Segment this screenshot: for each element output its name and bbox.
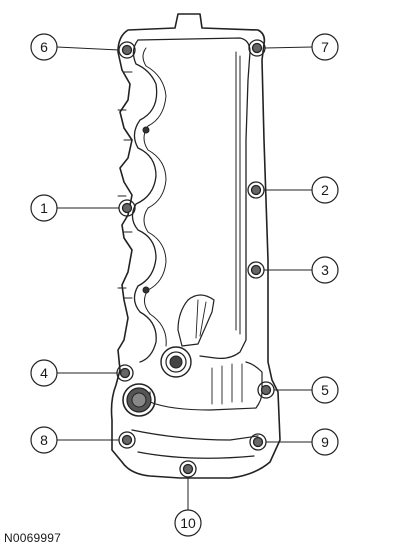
callout-9-label: 9 bbox=[321, 434, 329, 450]
callout-2: 2 bbox=[311, 176, 339, 204]
callout-6: 6 bbox=[30, 33, 58, 61]
callout-5-label: 5 bbox=[321, 382, 329, 398]
callout-3: 3 bbox=[311, 256, 339, 284]
callout-4: 4 bbox=[30, 359, 58, 387]
callout-4-label: 4 bbox=[40, 365, 48, 381]
callout-1: 1 bbox=[30, 194, 58, 222]
wave-bosses bbox=[142, 126, 150, 294]
bolt-8 bbox=[118, 431, 136, 449]
bolt-2 bbox=[247, 181, 265, 199]
callout-6-label: 6 bbox=[40, 39, 48, 55]
bolt-3 bbox=[247, 261, 265, 279]
callout-7-label: 7 bbox=[321, 39, 329, 55]
figure-id: N0069997 bbox=[4, 531, 61, 545]
bolt-9 bbox=[249, 433, 267, 451]
cover-inner-wave bbox=[131, 37, 251, 363]
callout-10-label: 10 bbox=[180, 515, 196, 531]
bolt-1 bbox=[118, 199, 136, 217]
oil-fill-cap bbox=[122, 383, 156, 417]
callout-9: 9 bbox=[311, 428, 339, 456]
bolt-5 bbox=[257, 381, 275, 399]
bolt-4 bbox=[116, 364, 134, 382]
pcv-fitting bbox=[160, 346, 192, 378]
cover-right-rail bbox=[235, 51, 241, 335]
callout-3-label: 3 bbox=[321, 262, 329, 278]
callout-10: 10 bbox=[174, 509, 202, 537]
oil-filler-ribs bbox=[195, 299, 207, 339]
callout-8-label: 8 bbox=[40, 432, 48, 448]
callout-1-label: 1 bbox=[40, 200, 48, 216]
bolt-7 bbox=[248, 39, 266, 57]
leader-7 bbox=[264, 46, 313, 49]
bolt-10 bbox=[179, 460, 197, 478]
leader-6 bbox=[56, 46, 120, 51]
leader-lines bbox=[56, 46, 313, 510]
bolt-6 bbox=[118, 41, 136, 59]
callout-2-label: 2 bbox=[321, 182, 329, 198]
callout-7: 7 bbox=[311, 33, 339, 61]
callouts: 6 7 1 2 3 4 5 8 bbox=[30, 33, 339, 537]
wave-details bbox=[117, 71, 133, 299]
cover-ribs bbox=[211, 363, 243, 405]
valve-cover-body bbox=[110, 13, 281, 479]
oil-filler-boss bbox=[177, 294, 215, 347]
callout-5: 5 bbox=[311, 376, 339, 404]
callout-8: 8 bbox=[30, 426, 58, 454]
